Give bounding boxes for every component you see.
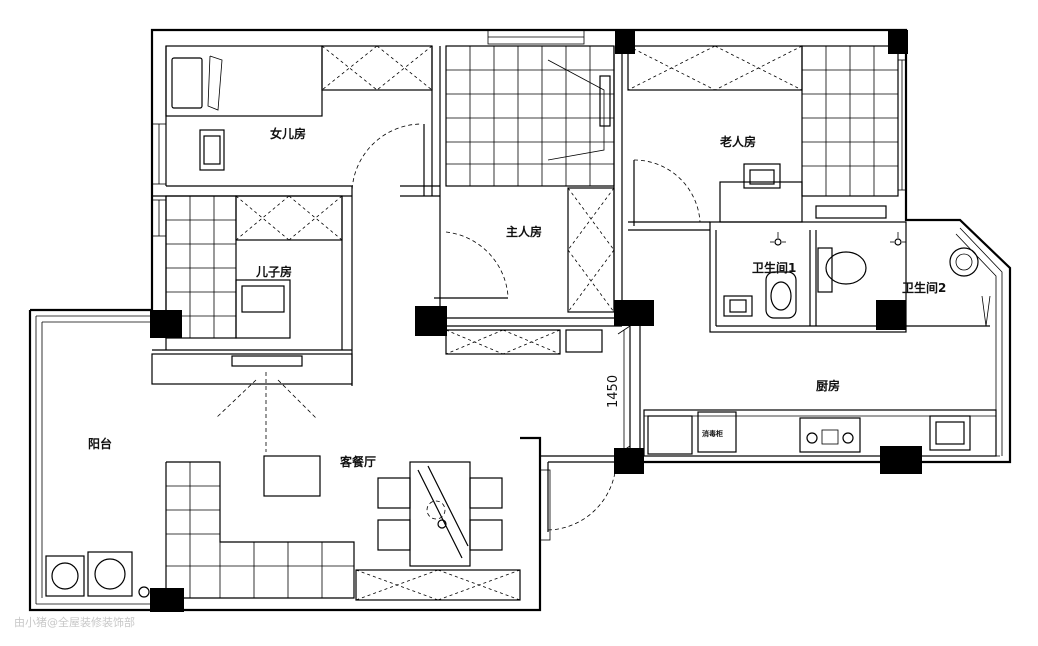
room-label-bathroom-1: 卫生间1: [752, 260, 796, 275]
washing-machines: [45, 551, 150, 598]
dimension-annotation: 1450: [606, 325, 631, 455]
room-label-daughter: 女儿房: [270, 126, 306, 141]
interior-walls: [151, 46, 990, 541]
wardrobes: [235, 45, 803, 601]
room-label-master: 主人房: [506, 224, 542, 239]
room-label-elder: 老人房: [720, 134, 756, 149]
furniture: [199, 129, 803, 567]
bathroom-fixtures: [723, 232, 991, 327]
beds-and-floor-tiles: [165, 45, 899, 599]
room-label-kitchen: 厨房: [816, 378, 840, 393]
room-label-living-dining: 客餐厅: [339, 454, 376, 469]
room-label-balcony: 阳台: [88, 436, 112, 451]
kitchen-fixtures: [643, 409, 997, 457]
watermark: 由小猪@全屋装修装饰部: [14, 616, 135, 629]
room-label-bathroom-2: 卫生间2: [902, 280, 946, 295]
outer-walls: [28, 28, 1012, 612]
appliance-label: 消毒柜: [702, 429, 723, 438]
structural-columns: [150, 30, 922, 612]
doors: [351, 123, 701, 532]
room-label-son: 儿子房: [255, 264, 292, 279]
dimension-label: 1450: [606, 375, 621, 408]
room-labels: 女儿房 老人房 主人房 儿子房 卫生间1 卫生间2 厨房 阳台 客餐厅 消毒柜: [88, 126, 946, 469]
